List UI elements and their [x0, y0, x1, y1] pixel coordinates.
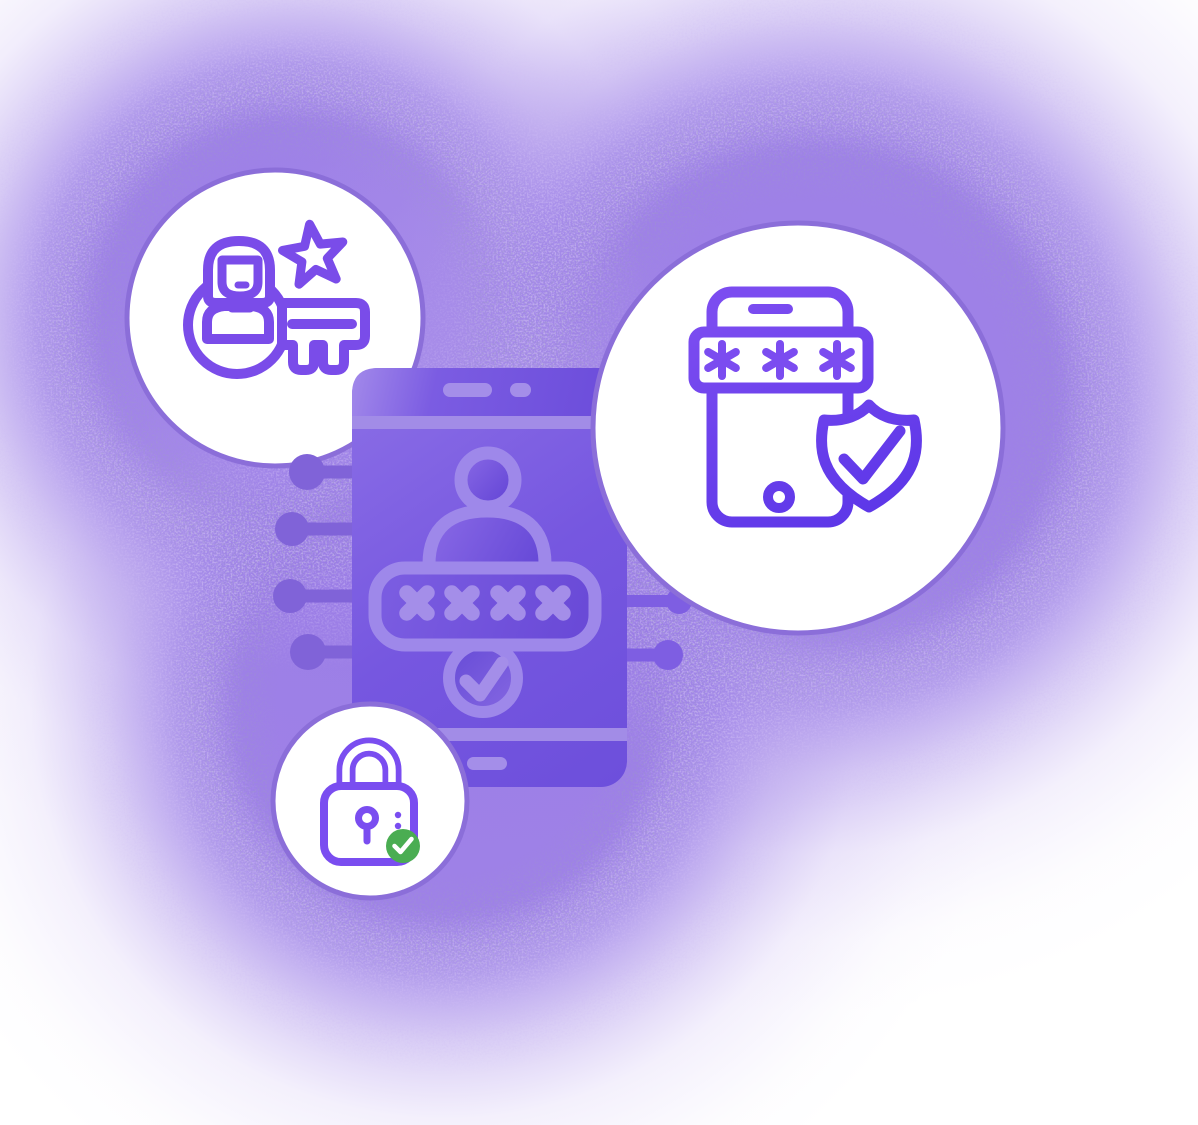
x-asterisk-icon	[444, 585, 480, 621]
circuit-dot	[290, 634, 326, 670]
badge-lock	[270, 701, 470, 901]
circuit-connectors-left	[273, 454, 360, 670]
x-asterisk-icon	[490, 585, 526, 621]
avatar-head	[454, 446, 522, 514]
otp-asterisks	[704, 340, 855, 380]
circuit-dot	[653, 640, 683, 670]
circuit-line	[620, 595, 679, 607]
x-asterisk-icon	[535, 585, 571, 621]
password-check-circle	[443, 638, 523, 718]
password-mask-chars	[399, 585, 571, 621]
password-field	[368, 561, 602, 652]
circuit-dot	[289, 454, 325, 490]
speaker-icon	[443, 383, 492, 397]
woman-face	[217, 255, 263, 301]
circuit-line	[290, 589, 360, 603]
check-ring	[443, 638, 523, 718]
badge-user-key	[124, 167, 426, 469]
otp-phone-home-button	[763, 481, 795, 513]
circuit-dot	[273, 579, 307, 613]
home-pill	[467, 757, 507, 770]
lock-shackle-inner	[342, 743, 396, 794]
lock-dot	[394, 811, 402, 819]
asterisk-icon	[819, 340, 855, 380]
asterisk-icon	[704, 340, 740, 380]
shield-check-icon	[838, 425, 906, 485]
phone-illustration	[352, 368, 627, 787]
shield-icon	[816, 399, 922, 513]
x-asterisk-icon	[399, 585, 435, 621]
star-icon	[278, 219, 348, 289]
lock-dot	[394, 822, 402, 830]
badge-otp-shield	[590, 220, 1006, 636]
woman-with-key-icon	[183, 236, 370, 379]
user-avatar-icon	[422, 446, 552, 579]
check-icon	[392, 836, 414, 855]
check-icon	[459, 656, 509, 702]
circuit-dot	[275, 512, 309, 546]
circuit-line	[292, 522, 360, 536]
phone-password-shield-icon	[688, 286, 922, 528]
padlock-icon	[320, 737, 420, 866]
badge-circle	[124, 167, 426, 469]
asterisk-icon	[762, 340, 798, 380]
top-divider-band	[352, 416, 627, 429]
camera-icon	[510, 383, 531, 397]
